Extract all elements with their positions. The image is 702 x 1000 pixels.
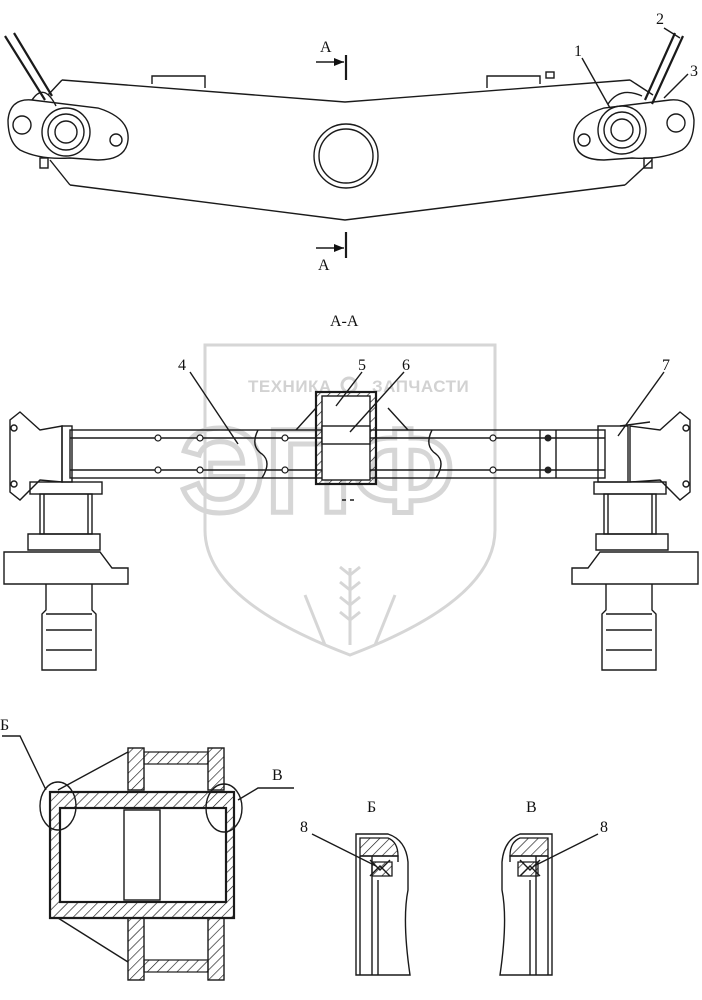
left-spindle (3, 481, 129, 671)
section-mark-bottom: А (318, 257, 330, 274)
callout-5: 5 (358, 357, 366, 374)
detail-v-view: В 8 (499, 799, 608, 976)
detail-b-view: Б 8 (300, 799, 411, 976)
right-spindle (571, 481, 699, 671)
detail-circle-b (39, 781, 77, 831)
callout-6: 6 (402, 357, 410, 374)
right-hub (545, 32, 695, 169)
detail-v-title: В (526, 799, 537, 816)
detail-circle-v (205, 783, 243, 833)
section-a-a: А-А (3, 313, 699, 671)
center-hole (313, 123, 379, 189)
watermark-text-right: ЗАПЧАСТИ (372, 377, 469, 396)
callout-7: 7 (662, 357, 670, 374)
bushing-detail: Б В (0, 717, 294, 981)
detail-b-title: Б (367, 799, 376, 816)
watermark: ТЕХНИКА ЗАПЧАСТИ ЭПФ (178, 343, 497, 657)
callout-1: 1 (574, 43, 582, 60)
left-hub (4, 32, 129, 169)
callout-2: 2 (656, 11, 664, 28)
watermark-text-left: ТЕХНИКА (248, 377, 332, 396)
section-mark-top: А (320, 39, 332, 56)
callout-8-right: 8 (600, 819, 608, 836)
wheat-icon (303, 565, 397, 646)
section-title: А-А (330, 313, 359, 330)
callout-4: 4 (178, 357, 186, 374)
callout-8-left: 8 (300, 819, 308, 836)
beam-top-view: А А 1 2 3 (4, 11, 698, 274)
callout-3: 3 (690, 63, 698, 80)
detail-label-v: В (272, 767, 283, 784)
detail-label-b: Б (0, 717, 9, 734)
